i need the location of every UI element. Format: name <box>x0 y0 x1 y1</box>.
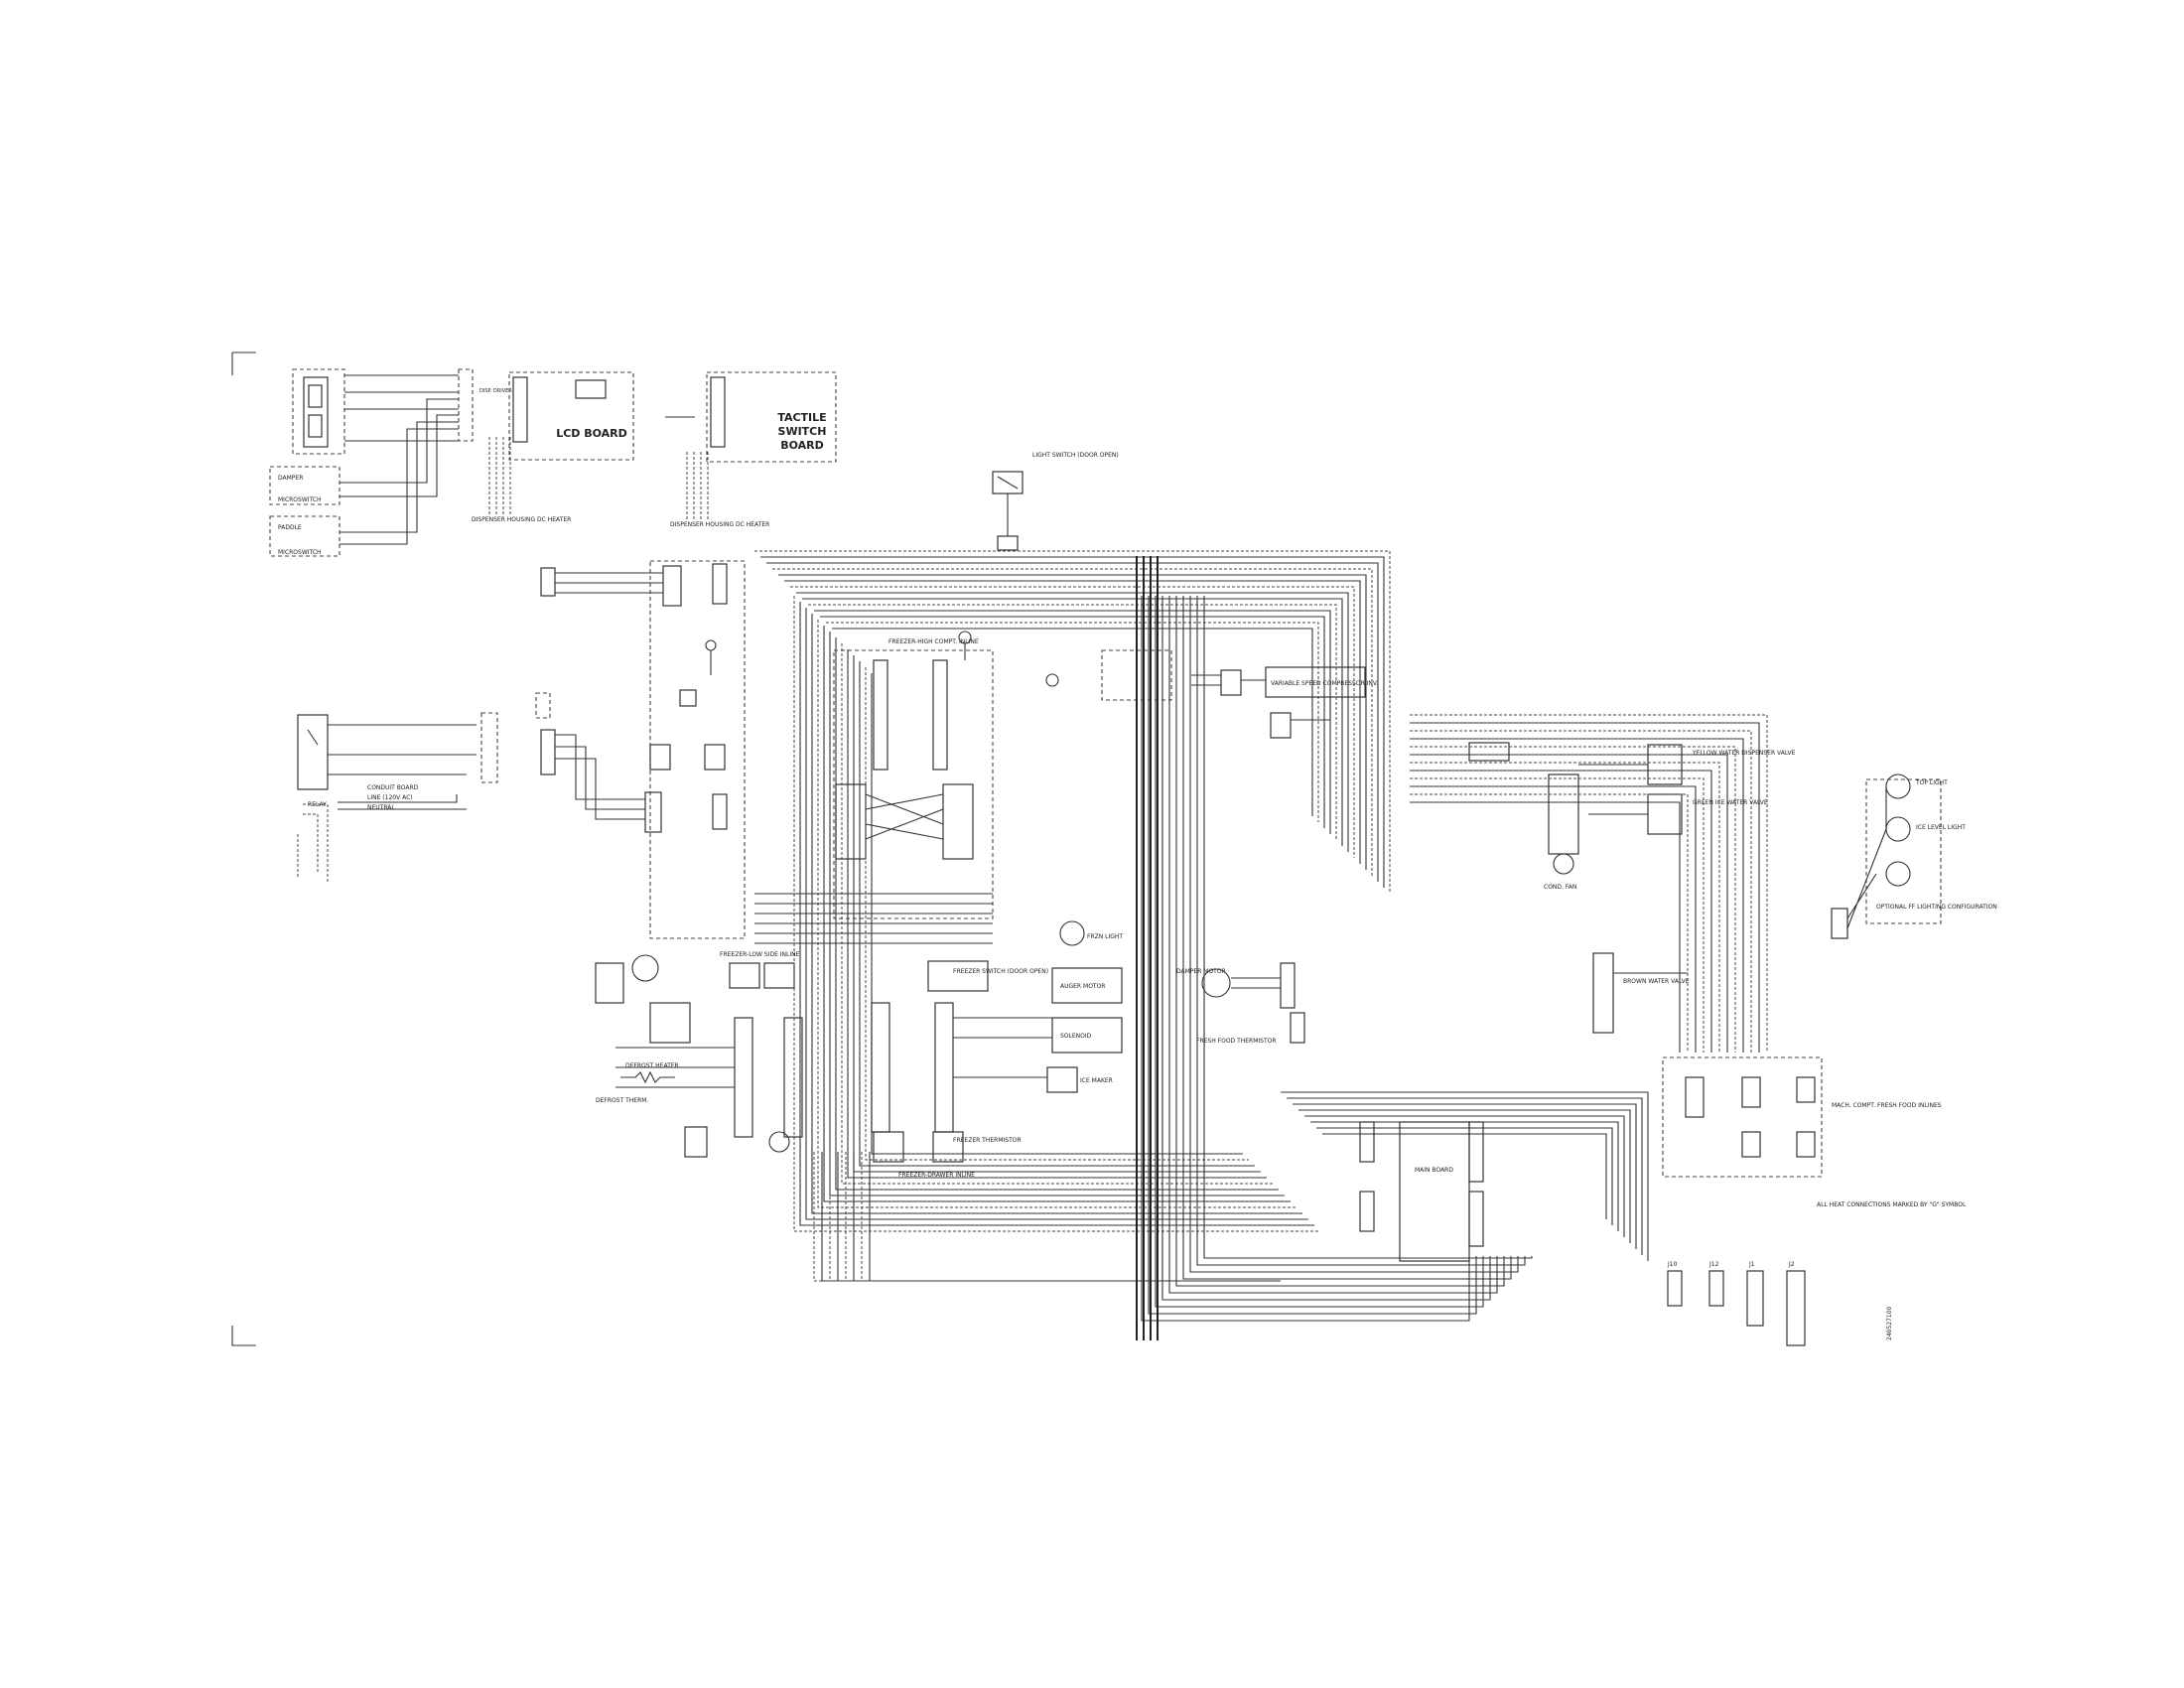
frzn-light-label: FRZN LIGHT <box>1087 933 1123 940</box>
tactile-switch-board: DISPENSER HOUSING DC HEATER <box>665 371 837 528</box>
defrost-therm-label: DEFROST THERM. <box>596 1097 648 1104</box>
green-valve-label: GREEN ICE WATER VALVE <box>1693 799 1768 806</box>
tactile-title-2: SWITCH <box>778 425 827 438</box>
brown-valve-label: BROWN WATER VALVE <box>1623 978 1690 985</box>
solenoid-label: SOLENOID <box>1060 1033 1092 1040</box>
damper-motor <box>1201 962 1305 1044</box>
paddle-microswitch-label: PADDLE <box>278 524 302 531</box>
ice-maker-label: ICE MAKER <box>1080 1077 1113 1084</box>
connector-j1: J1 <box>1748 1261 1755 1268</box>
damper-microswitch-label: DAMPER <box>278 475 303 482</box>
freezer-drawer-inline <box>871 920 1123 1163</box>
drawing-number: 240527100 <box>1886 1306 1893 1340</box>
conduit-board-label: CONDUIT BOARD <box>367 784 419 791</box>
optional-light-label: OPTIONAL FF LIGHTING CONFIGURATION <box>1876 904 1997 911</box>
crop-marks <box>231 352 256 1346</box>
freezer-switch-label: FREEZER SWITCH (DOOR OPEN) <box>953 968 1048 975</box>
neutral-label: NEUTRAL <box>367 804 395 811</box>
tactile-heater-label: DISPENSER HOUSING DC HEATER <box>670 521 769 528</box>
label-dispenser-driver: DISP. DRIVER <box>479 388 512 394</box>
lcd-board: DISPENSER HOUSING DC HEATER <box>472 371 634 523</box>
fresh-food-thermistor-label: FRESH FOOD THERMISTOR <box>1196 1038 1277 1045</box>
lcd-heater-label: DISPENSER HOUSING DC HEATER <box>472 516 571 523</box>
connector-j12: J12 <box>1708 1261 1719 1268</box>
relay-block <box>297 692 551 884</box>
connector-legend <box>1667 1270 1806 1346</box>
freezer-low-inline-label: FREEZER-LOW SIDE INLINE <box>720 951 800 958</box>
lights-group <box>1831 774 1942 939</box>
tactile-title-1: TACTILE <box>777 411 826 424</box>
freezer-low-inline <box>595 954 803 1158</box>
freezer-drawer-inline-label: FREEZER-DRAWER INLINE <box>898 1172 975 1179</box>
defrost-heater-label: DEFROST HEATER <box>625 1062 679 1069</box>
light-switch <box>992 471 1024 551</box>
microswitch-label-2: MICROSWITCH <box>278 549 322 556</box>
lcd-board-title: LCD BOARD <box>556 427 627 440</box>
connector-j10: J10 <box>1667 1261 1678 1268</box>
ground-note: ALL HEAT CONNECTIONS MARKED BY "G" SYMBO… <box>1817 1201 1967 1208</box>
wiring-harness <box>754 550 1768 1340</box>
connector-j2: J2 <box>1788 1261 1795 1268</box>
cond-fan-label: COND. FAN <box>1544 884 1576 891</box>
main-board-label: MAIN BOARD <box>1415 1167 1453 1174</box>
top-light-label: TOP LIGHT <box>1915 779 1948 786</box>
light-switch-label: LIGHT SWITCH (DOOR OPEN) <box>1032 452 1119 459</box>
ice-level-light-label: ICE LEVEL LIGHT <box>1916 824 1966 831</box>
relay-label: RELAY <box>308 801 327 808</box>
tactile-title-3: BOARD <box>780 439 824 452</box>
water-valves <box>1468 742 1688 1034</box>
microswitch-cluster: DISP. DRIVER <box>269 368 512 557</box>
freezer-high-inline-label: FREEZER-HIGH COMPT. INLINE <box>888 638 979 645</box>
line-label: LINE (120V AC) <box>367 794 413 801</box>
compressor-area <box>1045 649 1366 739</box>
mach-compt-inline <box>1662 1056 1823 1178</box>
damper-motor-label: DAMPER MOTOR <box>1176 968 1226 975</box>
microswitch-label: MICROSWITCH <box>278 496 322 503</box>
main-board <box>1359 1121 1484 1262</box>
freezer-thermistor-label: FREEZER THERMISTOR <box>953 1137 1022 1144</box>
auger-motor-label: AUGER MOTOR <box>1060 983 1105 990</box>
door-harness <box>540 560 746 939</box>
mach-compt-inline-label: MACH. COMPT. FRESH FOOD INLINES <box>1832 1102 1942 1109</box>
freezer-high-inline <box>833 631 994 919</box>
